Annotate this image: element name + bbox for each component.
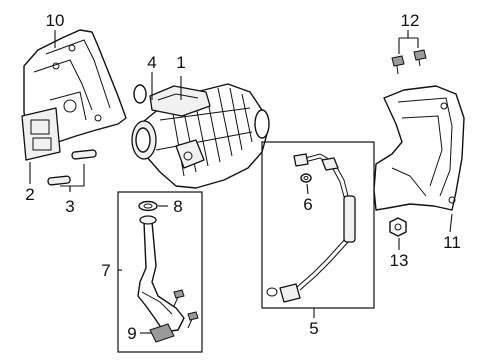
turbocharger-part bbox=[131, 83, 270, 189]
nut-part bbox=[389, 217, 407, 237]
lower-heat-shield-part bbox=[373, 85, 465, 211]
dowel-pin-part bbox=[47, 149, 97, 186]
bolt-part bbox=[173, 289, 199, 329]
callout-10: 10 bbox=[46, 11, 65, 30]
callout-4: 4 bbox=[147, 53, 156, 72]
callout-8: 8 bbox=[173, 197, 182, 216]
callout-labels: 1 2 3 4 5 6 7 8 9 10 11 12 13 bbox=[25, 11, 461, 343]
washer-part bbox=[300, 173, 312, 183]
callout-2: 2 bbox=[25, 185, 34, 204]
seal-part bbox=[138, 200, 158, 212]
oil-feed-line-part bbox=[266, 153, 356, 303]
callout-5: 5 bbox=[309, 319, 318, 338]
gasket-part bbox=[21, 107, 61, 161]
callout-6: 6 bbox=[303, 195, 312, 214]
callout-11: 11 bbox=[443, 233, 461, 252]
callout-12: 12 bbox=[401, 11, 420, 30]
oil-return-pipe-box bbox=[117, 191, 203, 353]
callout-3: 3 bbox=[65, 197, 74, 216]
gasket-flange-part bbox=[149, 323, 175, 343]
callout-7: 7 bbox=[101, 261, 110, 280]
callout-13: 13 bbox=[390, 251, 409, 270]
oil-return-pipe-part bbox=[137, 215, 185, 333]
callout-9: 9 bbox=[127, 324, 136, 343]
oil-feed-line-box bbox=[261, 141, 375, 309]
leader-lines bbox=[29, 30, 453, 334]
callout-1: 1 bbox=[176, 53, 185, 72]
shield-bolt-part bbox=[391, 49, 427, 75]
